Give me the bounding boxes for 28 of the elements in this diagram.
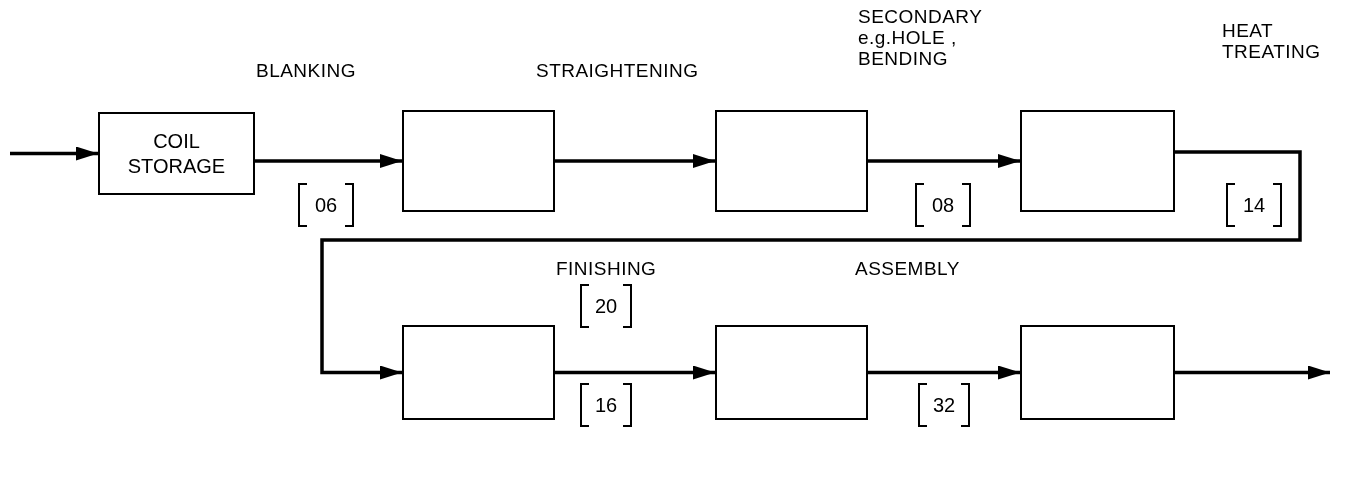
step-label: SECONDARY e.g.HOLE , BENDING bbox=[858, 6, 983, 69]
process-box bbox=[715, 325, 868, 420]
bracketed-number: 16 bbox=[580, 383, 632, 427]
bracketed-number: 06 bbox=[298, 183, 354, 227]
arrow bbox=[555, 154, 715, 168]
arrow bbox=[868, 154, 1020, 168]
bracketed-number: 08 bbox=[915, 183, 971, 227]
arrow bbox=[10, 146, 98, 161]
arrow bbox=[555, 365, 715, 380]
arrow bbox=[868, 365, 1020, 380]
step-label: STRAIGHTENING bbox=[536, 60, 700, 81]
process-box bbox=[98, 112, 255, 195]
bracketed-number: 14 bbox=[1226, 183, 1282, 227]
process-box bbox=[402, 110, 555, 212]
arrow bbox=[320, 150, 1302, 380]
process-box bbox=[1020, 110, 1175, 212]
step-label: HEAT TREATING bbox=[1222, 20, 1322, 62]
arrow bbox=[255, 154, 402, 168]
box-label: COIL STORAGE bbox=[126, 128, 227, 179]
step-label: FINISHING bbox=[556, 258, 658, 279]
process-box bbox=[715, 110, 868, 212]
arrow bbox=[1175, 365, 1330, 380]
process-box bbox=[1020, 325, 1175, 420]
bracketed-number: 32 bbox=[918, 383, 970, 427]
bracketed-number: 20 bbox=[580, 284, 632, 328]
process-box bbox=[402, 325, 555, 420]
step-label: ASSEMBLY bbox=[855, 258, 961, 279]
step-label: BLANKING bbox=[256, 60, 357, 81]
